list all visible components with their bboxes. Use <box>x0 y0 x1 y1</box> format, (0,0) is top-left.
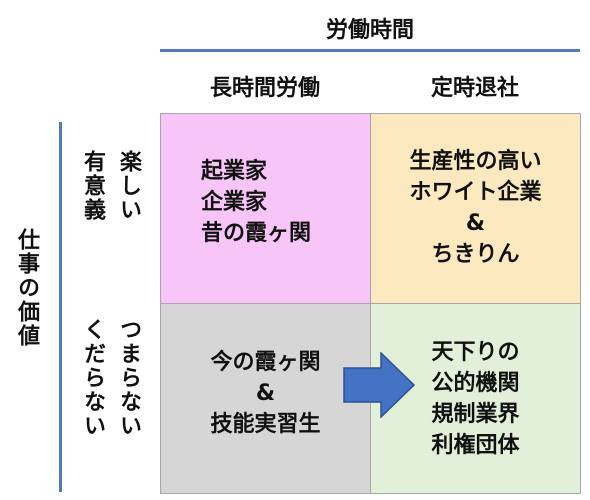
list-item: ちきりん <box>431 242 520 267</box>
quadrant-bottom-left-text: 今の霞ヶ関 & 技能実習生 <box>161 347 370 440</box>
quadrant-top-right: 生産性の高い ホワイト企業 & ちきりん <box>370 113 581 304</box>
quadrant-top-left-text: 起業家 企業家 昔の霞ヶ関 <box>201 156 311 249</box>
list-item: 技能実習生 <box>210 412 321 437</box>
quadrant-top-left: 起業家 企業家 昔の霞ヶ関 <box>160 113 371 304</box>
top-axis-line <box>160 49 580 52</box>
row-label-fun: 楽しい <box>116 150 141 222</box>
job-value-axis-title: 仕事の価値 <box>14 228 39 348</box>
quadrant-bottom-right: 天下りの 公的機関 規制業界 利権団体 <box>370 303 581 494</box>
quadrant-bottom-right-text: 天下りの 公的機関 規制業界 利権団体 <box>371 337 580 461</box>
row-label-boring: つまらない <box>116 318 141 438</box>
quadrant-top-right-text: 生産性の高い ホワイト企業 & ちきりん <box>371 146 580 270</box>
list-item: ホワイト企業 <box>409 180 542 205</box>
right-arrow-icon <box>343 352 415 418</box>
list-item: 昔の霞ヶ関 <box>201 221 312 246</box>
left-axis-line <box>59 122 62 492</box>
column-header-leave-on-time: 定時退社 <box>430 76 519 101</box>
row-label-pointless: くだらない <box>80 318 105 438</box>
quadrant-bottom-left: 今の霞ヶ関 & 技能実習生 <box>160 303 371 494</box>
list-item: 規制業界 <box>431 402 520 427</box>
list-item: 天下りの <box>431 340 520 365</box>
list-item: 利権団体 <box>431 433 520 458</box>
list-item: 起業家 <box>201 159 268 184</box>
list-item: 公的機関 <box>431 371 520 396</box>
list-item: & <box>255 381 276 406</box>
row-label-meaningful: 有意義 <box>80 150 105 222</box>
list-item: 今の霞ヶ関 <box>210 350 321 375</box>
list-item: & <box>465 211 486 236</box>
work-hours-axis-title: 労働時間 <box>325 18 414 43</box>
list-item: 企業家 <box>201 190 268 215</box>
list-item: 生産性の高い <box>409 149 542 174</box>
column-header-long-hours: 長時間労働 <box>209 76 320 101</box>
